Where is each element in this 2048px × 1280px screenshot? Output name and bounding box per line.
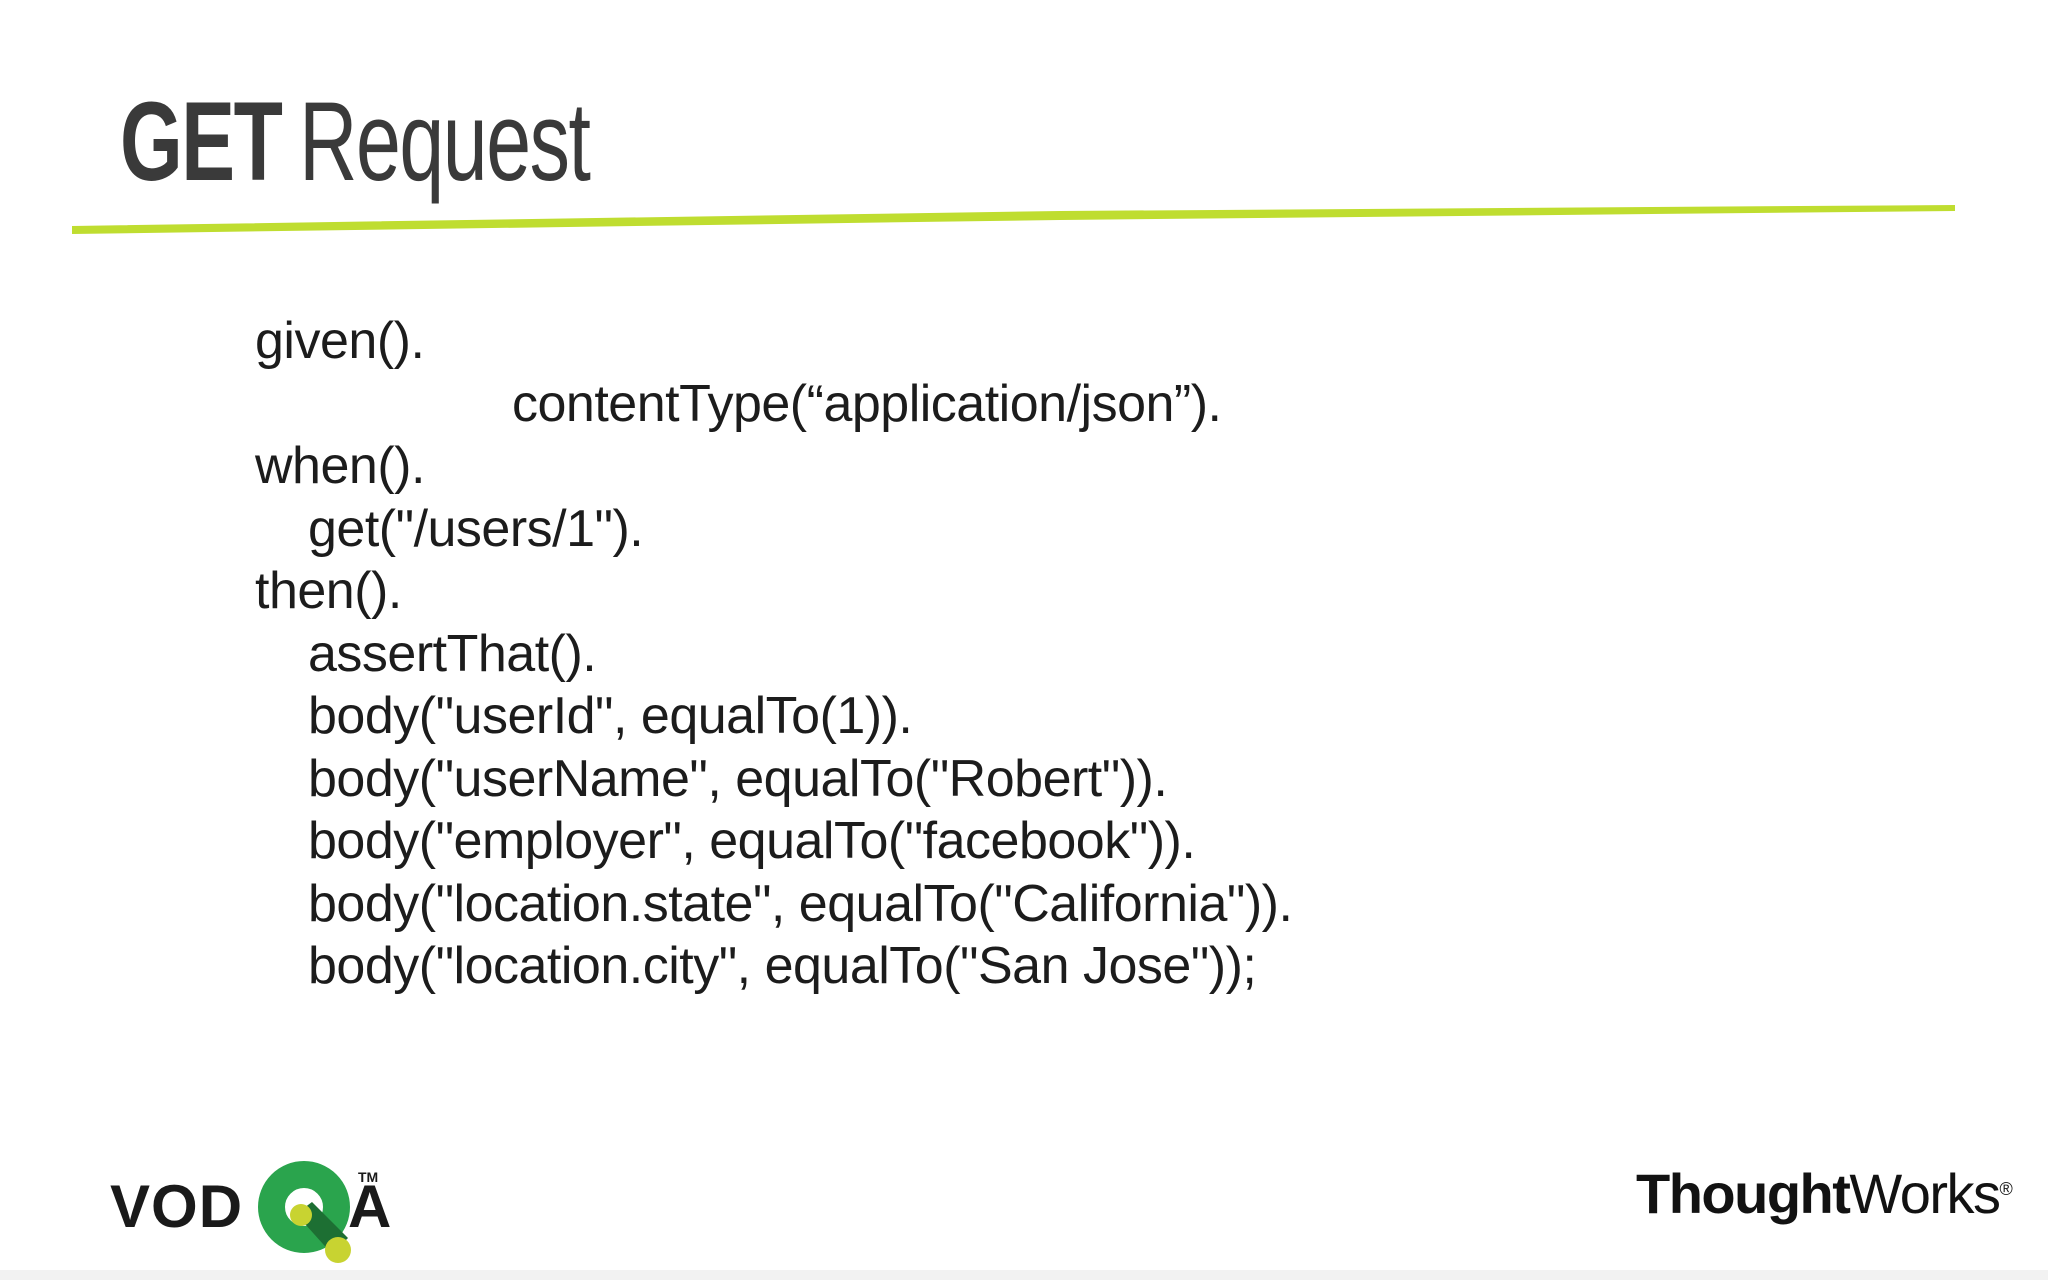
thoughtworks-logo: ThoughtWorks® [1636,1166,2013,1222]
vodqa-logo: VOD A TM [110,1161,391,1263]
registered-mark: ® [1999,1179,2013,1199]
code-line: body("userId", equalTo(1)). [308,687,913,745]
code-line: body("userName", equalTo("Robert")). [308,749,1168,808]
thoughtworks-regular: Works [1849,1162,2001,1225]
code-line: contentType(“application/json”). [512,374,1222,433]
vodqa-trademark: TM [358,1169,378,1185]
code-line: body("location.state", equalTo("Californ… [308,874,1293,933]
vodqa-q-ring [258,1161,350,1253]
vodqa-q-tail-tip [325,1237,351,1263]
vodqa-q-tail-start [290,1204,312,1226]
bottom-edge-strip [0,1270,2048,1280]
code-line: assertThat(). [308,624,597,683]
code-line: when(). [255,437,425,495]
code-line: then(). [255,562,402,620]
vodqa-text-vod: VOD [110,1173,243,1240]
code-line: given(). [255,312,425,370]
title-method: GET [120,79,283,204]
thoughtworks-bold: Thought [1636,1162,1851,1225]
vodqa-text-a: A [348,1173,391,1240]
code-line: get("/users/1"). [308,499,644,558]
code-line: body("location.city", equalTo("San Jose"… [308,937,1257,995]
code-snippet: given(). contentType(“application/json”).… [255,310,1293,998]
swoosh-shape [72,205,1955,234]
code-line: body("employer", equalTo("facebook")). [308,812,1196,870]
title-word: Request [299,79,591,204]
